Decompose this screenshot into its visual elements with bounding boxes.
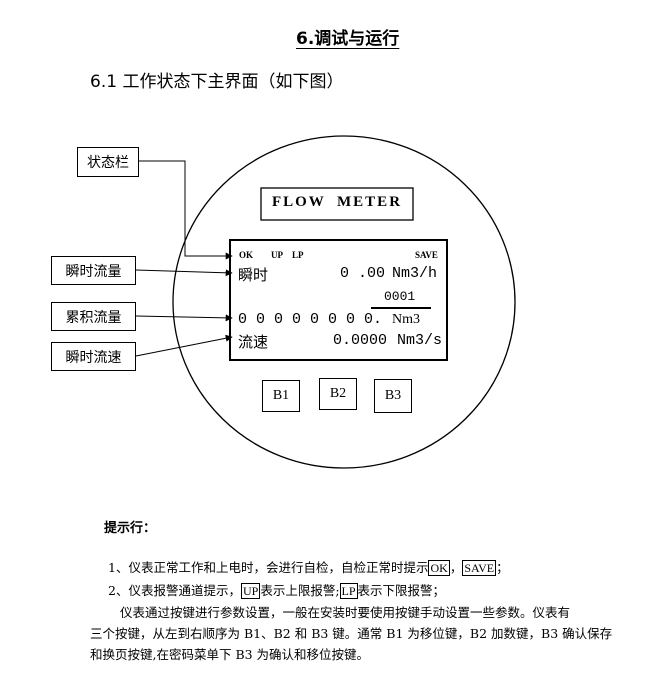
up-indicator: UP bbox=[240, 583, 261, 599]
callout-total-flow: 累积流量 bbox=[51, 302, 136, 331]
callout-instant-flow: 瞬时流量 bbox=[51, 256, 136, 285]
title-plate: FLOW METER bbox=[271, 194, 403, 210]
lcd-password: 0001 bbox=[384, 289, 416, 304]
tip-line-1-end: ； bbox=[496, 560, 509, 575]
status-save: SAVE bbox=[415, 250, 438, 260]
callout-instant-velocity: 瞬时流速 bbox=[51, 342, 136, 371]
paragraph-line-2: 三个按键，从左到右顺序为 B1、B2 和 B3 键。通常 B1 为移位键，B2 … bbox=[90, 626, 613, 641]
tip-line-1-text: 1、仪表正常工作和上电时，会进行自检，自检正常时提示 bbox=[108, 560, 429, 575]
status-lp: LP bbox=[292, 250, 304, 260]
instant-velocity-leader bbox=[135, 334, 233, 357]
lcd-row3-value: 0.0000 bbox=[333, 332, 388, 349]
lcd-row3-label: 流速 bbox=[238, 333, 269, 351]
tip-line-2-mid: 表示上限报警; bbox=[260, 583, 340, 598]
lcd-row3-unit: Nm3/s bbox=[397, 332, 443, 349]
meter-button-b3[interactable]: B3 bbox=[374, 379, 412, 413]
lp-indicator: LP bbox=[339, 583, 358, 599]
ok-indicator: OK bbox=[428, 560, 450, 576]
lcd-row2-value: 0 0 0 0 0 0 0 0. bbox=[238, 311, 383, 328]
lcd-row1-unit: Nm3/h bbox=[392, 265, 438, 282]
tip-line-1-sep: ， bbox=[449, 560, 463, 575]
tip-line-2-text: 2、仪表报警通道提示， bbox=[108, 583, 241, 598]
lcd-row1-value: 0 .00 bbox=[340, 265, 386, 282]
lcd-frame bbox=[229, 239, 448, 361]
total-flow-leader bbox=[135, 314, 233, 322]
paragraph-line-1: 仪表通过按键进行参数设置，一般在安装时要使用按键手动设置一些参数。仪表有 bbox=[120, 605, 571, 620]
meter-button-b1[interactable]: B1 bbox=[262, 380, 300, 412]
lcd-row1-label: 瞬时 bbox=[238, 266, 269, 284]
subsection-heading: 6.1 工作状态下主界面（如下图） bbox=[90, 72, 344, 92]
meter-body-circle bbox=[172, 135, 516, 469]
status-up: UP bbox=[271, 250, 283, 260]
paragraph-line-3: 和换页按键,在密码菜单下 B3 为确认和移位按键。 bbox=[90, 647, 370, 662]
meter-diagram bbox=[135, 135, 516, 469]
title-plate-frame bbox=[260, 187, 414, 221]
meter-button-b2[interactable]: B2 bbox=[319, 378, 357, 410]
lcd-row2-unit: Nm3 bbox=[392, 312, 420, 327]
status-ok: OK bbox=[239, 250, 254, 260]
status-bar-leader bbox=[139, 160, 233, 260]
save-indicator: SAVE bbox=[462, 560, 497, 576]
section-heading: 6.调试与运行 bbox=[296, 29, 400, 49]
tips-title: 提示行： bbox=[104, 521, 157, 536]
callout-status-bar: 状态栏 bbox=[77, 147, 139, 177]
tip-line-2-end: 表示下限报警； bbox=[357, 583, 446, 598]
instant-flow-leader bbox=[135, 269, 233, 277]
